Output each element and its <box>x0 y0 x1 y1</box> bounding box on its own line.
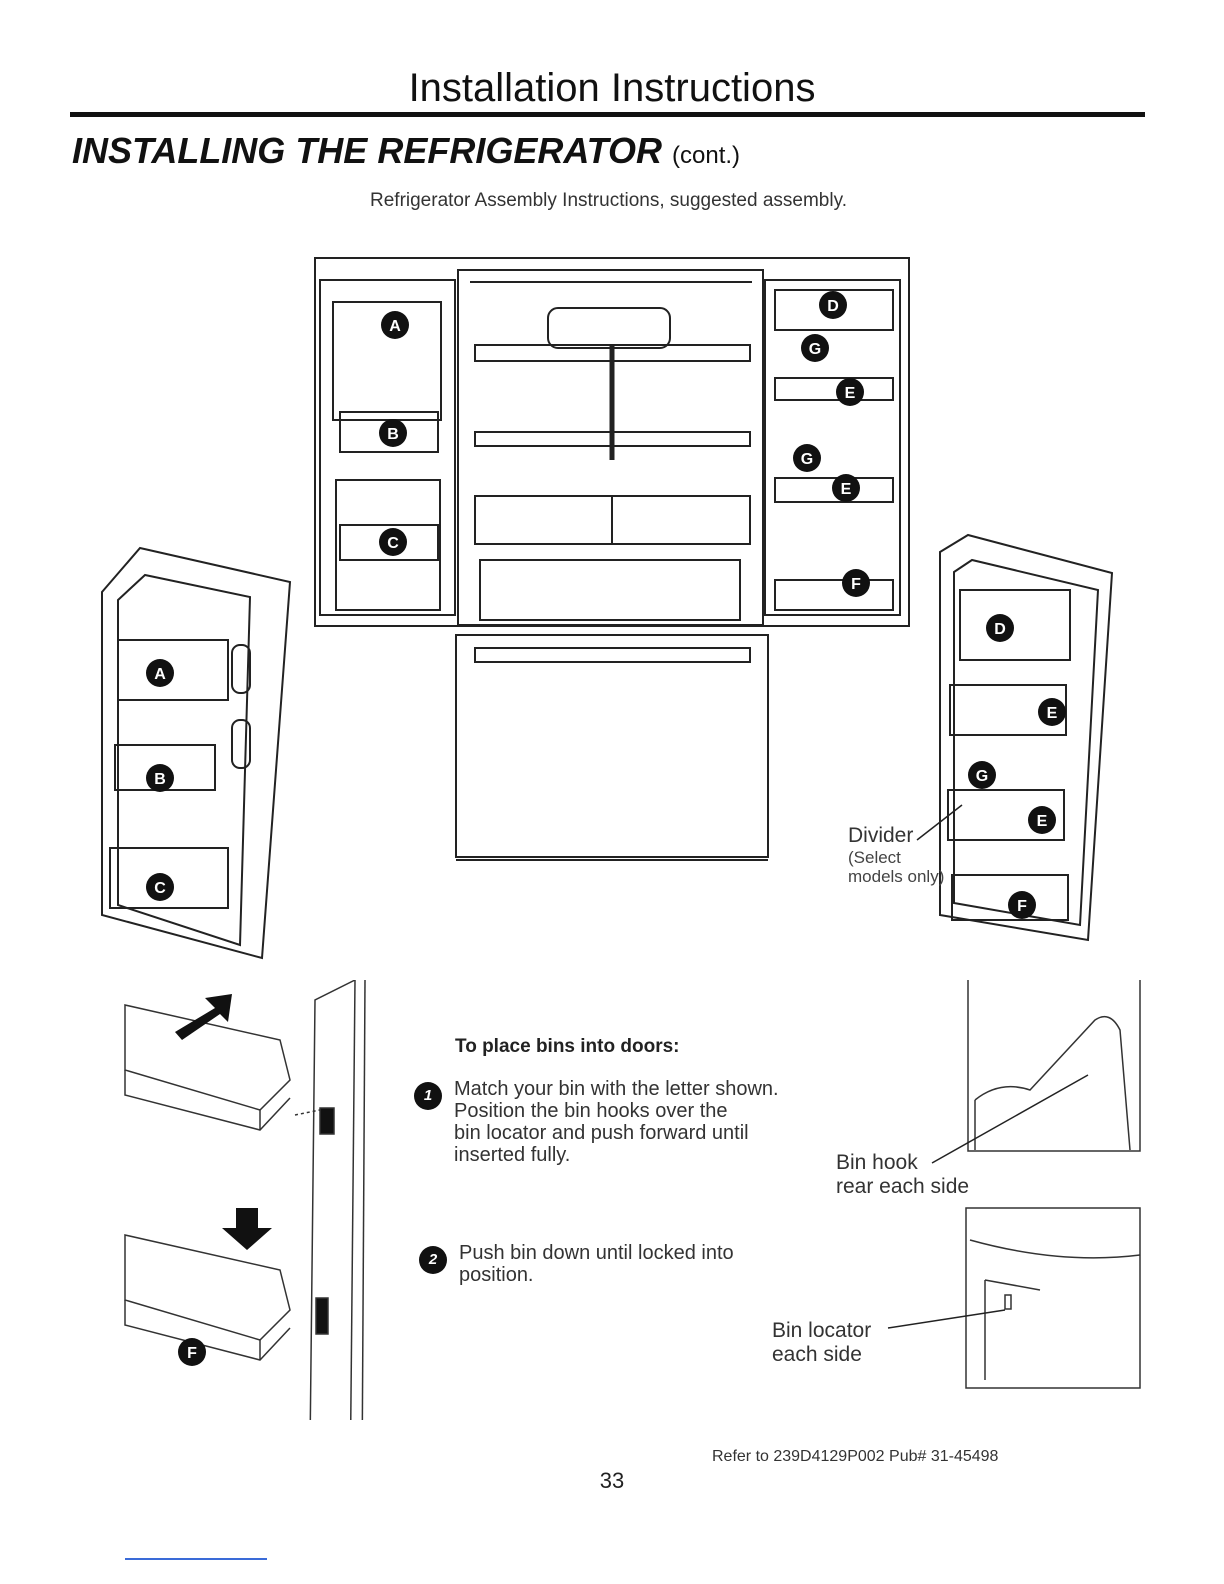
divider-note-line2: models only) <box>848 867 945 886</box>
svg-text:D: D <box>994 621 1006 638</box>
page-header-title: Installation Instructions <box>408 66 816 110</box>
svg-text:E: E <box>841 481 852 498</box>
badge-c-left: C <box>379 528 407 556</box>
page-number: 33 <box>599 1468 625 1493</box>
badge-b-left: B <box>379 419 407 447</box>
bin-hook-label: Bin hook <box>836 1151 918 1174</box>
step-2-line: position. <box>459 1264 534 1286</box>
svg-text:E: E <box>1037 813 1048 830</box>
section-title: INSTALLING THE REFRIGERATOR (cont.) <box>72 130 740 172</box>
bin-hook-sublabel: rear each side <box>836 1175 970 1198</box>
refrigerator-diagram: A B C D G E G E F A B C D E G E F <box>101 257 1114 960</box>
svg-text:C: C <box>387 535 399 552</box>
bin-locator-label: Bin locator <box>772 1319 872 1342</box>
svg-text:C: C <box>154 880 166 897</box>
divider-label: Divider <box>848 824 914 847</box>
badge-e-right-2: E <box>832 474 860 502</box>
svg-text:G: G <box>809 341 821 358</box>
step-1-line: inserted fully. <box>454 1144 571 1166</box>
svg-text:F: F <box>851 576 861 593</box>
step-2-badge: 2 <box>419 1246 447 1274</box>
footer-reference: Refer to 239D4129P002 Pub# 31-45498 <box>712 1448 999 1465</box>
step-1-line: Match your bin with the letter shown. <box>454 1078 779 1100</box>
badge-f-step: F <box>178 1338 206 1366</box>
badge-g-right-2: G <box>793 444 821 472</box>
svg-text:G: G <box>976 768 988 785</box>
step-1-line: bin locator and push forward until <box>454 1122 749 1144</box>
svg-text:G: G <box>801 451 813 468</box>
divider-leader-line <box>916 804 963 841</box>
footer-line <box>125 1558 267 1560</box>
section-title-suffix: (cont.) <box>672 142 741 169</box>
bin-locator-leader <box>887 1309 1006 1329</box>
badge-b-door: B <box>146 764 174 792</box>
instructions-heading: To place bins into doors: <box>455 1036 680 1057</box>
svg-text:A: A <box>389 318 401 335</box>
step-1-line: Position the bin hooks over the <box>454 1100 728 1122</box>
badge-g-door: G <box>968 761 996 789</box>
bin-locator-sublabel: each side <box>772 1343 862 1366</box>
badge-a-door: A <box>146 659 174 687</box>
svg-text:E: E <box>845 385 856 402</box>
step-2-arrow <box>222 1208 272 1250</box>
badge-f-right: F <box>842 569 870 597</box>
badge-e-door-2: E <box>1028 806 1056 834</box>
svg-text:E: E <box>1047 705 1058 722</box>
bin-hook-leader <box>931 1074 1089 1164</box>
step-1-text: Match your bin with the letter shown. Po… <box>454 1078 779 1166</box>
divider-note-line1: (Select <box>848 848 901 867</box>
svg-text:B: B <box>387 426 399 443</box>
step-1-badge: 1 <box>414 1082 442 1110</box>
svg-text:A: A <box>154 666 166 683</box>
bin-installation-diagram: F <box>124 980 1141 1420</box>
header-rule <box>70 112 1145 117</box>
badge-e-door-1: E <box>1038 698 1066 726</box>
step-2-text: Push bin down until locked into position… <box>459 1242 734 1286</box>
badge-e-right-1: E <box>836 378 864 406</box>
svg-text:B: B <box>154 771 166 788</box>
badge-c-door: C <box>146 873 174 901</box>
badge-f-door: F <box>1008 891 1036 919</box>
badge-g-right-1: G <box>801 334 829 362</box>
badge-a-left: A <box>381 311 409 339</box>
step-2-line: Push bin down until locked into <box>459 1242 734 1264</box>
svg-text:F: F <box>1017 898 1027 915</box>
assembly-subtitle: Refrigerator Assembly Instructions, sugg… <box>370 190 847 211</box>
svg-text:F: F <box>187 1345 197 1362</box>
step-1-arrow <box>175 994 232 1040</box>
svg-text:D: D <box>827 298 839 315</box>
badge-d-right: D <box>819 291 847 319</box>
badge-d-door: D <box>986 614 1014 642</box>
section-title-text: INSTALLING THE REFRIGERATOR <box>72 130 662 171</box>
bin-badges: A B C D G E G E F A B C D E G E F <box>146 291 1066 919</box>
